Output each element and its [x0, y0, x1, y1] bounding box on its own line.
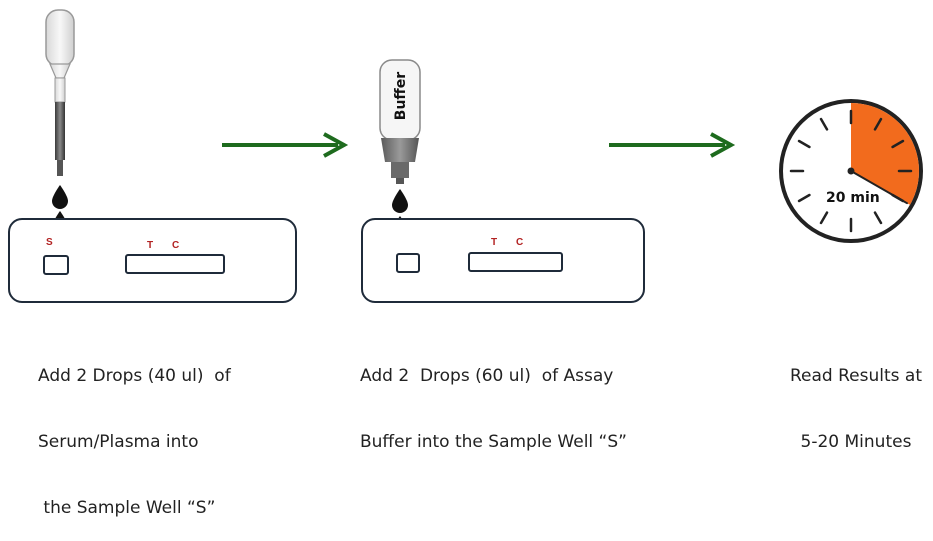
drop-icon — [392, 189, 408, 213]
right-arrow-icon — [222, 132, 349, 158]
step-1-caption: Add 2 Drops (40 ul) of Serum/Plasma into… — [38, 321, 231, 541]
result-window — [468, 252, 563, 272]
control-line-label: C — [172, 240, 180, 251]
dropper-pipette-icon — [45, 9, 75, 176]
timer-clock-icon — [779, 99, 923, 243]
sample-well — [396, 253, 420, 273]
clock-tick — [819, 211, 829, 225]
caption-line: Add 2 Drops (60 ul) of Assay — [360, 366, 614, 386]
buffer-bottle-icon — [379, 59, 421, 184]
caption-line: Buffer into the Sample Well “S” — [360, 432, 627, 452]
clock-tick — [873, 117, 883, 131]
clock-hand — [850, 170, 909, 205]
result-window — [125, 254, 225, 274]
timer-label: 20 min — [826, 190, 880, 206]
clock-tick — [873, 211, 883, 225]
step-2-caption: Add 2 Drops (60 ul) of Assay Buffer into… — [360, 321, 627, 475]
sample-well-label: S — [46, 237, 53, 248]
sample-well — [43, 255, 69, 275]
clock-tick — [797, 139, 811, 149]
caption-line: the Sample Well “S” — [38, 498, 216, 518]
drop-icon — [52, 185, 68, 209]
clock-tick — [891, 139, 905, 149]
caption-line: Read Results at — [790, 366, 922, 386]
clock-tick — [819, 117, 829, 131]
caption-line: 5-20 Minutes — [800, 432, 912, 452]
elapsed-time-sector — [851, 103, 919, 205]
caption-line: Add 2 Drops (40 ul) of — [38, 366, 231, 386]
control-line-label: C — [516, 237, 524, 248]
caption-line: Serum/Plasma into — [38, 432, 199, 452]
test-cassette: S T C — [8, 218, 297, 303]
right-arrow-icon — [609, 132, 736, 158]
clock-tick — [797, 193, 811, 203]
test-cassette: T C — [361, 218, 645, 303]
step-3-caption: Read Results at 5-20 Minutes — [790, 321, 922, 475]
test-line-label: T — [147, 240, 154, 251]
test-line-label: T — [491, 237, 498, 248]
bottle-label: Buffer — [393, 71, 409, 121]
